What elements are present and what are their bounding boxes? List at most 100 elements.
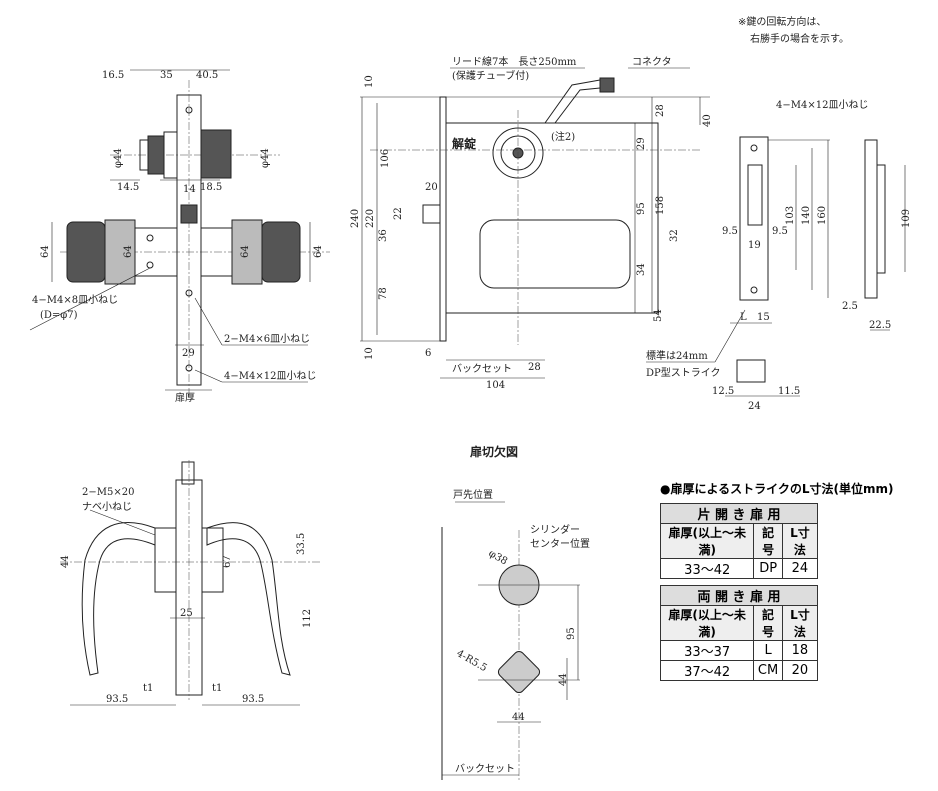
- dim: 22.5: [869, 320, 891, 331]
- callout: コネクタ: [632, 56, 672, 68]
- dim: 35: [160, 70, 173, 81]
- cell: 18: [781, 640, 819, 661]
- dim: 10: [364, 75, 375, 88]
- dim: 44: [60, 555, 71, 568]
- col-header: 扉厚(以上〜未満): [659, 523, 755, 559]
- dim: 112: [302, 609, 313, 628]
- lever-view: 2−M5×20 ナベ小ねじ 44 67 33.5 112 25 t1 t1 93…: [60, 460, 320, 706]
- latch-window: [479, 219, 631, 289]
- callout: (保護チューブ付): [452, 69, 529, 82]
- dim: t1: [143, 683, 153, 694]
- dim: 4-R5.5: [455, 648, 489, 674]
- knob-left: [66, 221, 106, 283]
- col-header: 記号: [753, 605, 783, 641]
- dim: 54: [653, 309, 664, 322]
- dim: 36: [378, 229, 389, 242]
- dim: 29: [182, 348, 195, 359]
- cell: 33〜37: [659, 640, 755, 661]
- dim: 12.5: [712, 386, 734, 397]
- strike-size-table: ●扉厚によるストライクのL寸法(単位mm) 片 開 き 扉 用 扉厚(以上〜未満…: [659, 480, 894, 687]
- dim: 95: [636, 202, 647, 215]
- dim: 104: [486, 380, 505, 391]
- front-view: 16.5 35 40.5 φ44 φ44 14.5 14 18.5 64 64 …: [29, 69, 330, 404]
- note: ※鍵の回転方向は、: [738, 15, 826, 28]
- col-header: 記号: [753, 523, 783, 559]
- dim: 2.5: [842, 301, 858, 312]
- table-header: 片 開 き 扉 用: [660, 503, 818, 524]
- dim: 28: [528, 362, 541, 373]
- dim: φ44: [113, 148, 124, 168]
- dim: 14: [183, 184, 196, 195]
- cell: DP: [753, 558, 783, 579]
- dim: φ38: [487, 548, 510, 567]
- dim: 40: [702, 114, 713, 127]
- callout: 2−M5×20: [82, 487, 134, 498]
- cell: 24: [781, 558, 819, 579]
- table-header: 両 開 き 扉 用: [660, 585, 818, 606]
- section-title: 扉切欠図: [470, 444, 518, 459]
- note: 標準は24mm: [646, 349, 708, 362]
- cell: 37〜42: [659, 660, 755, 681]
- cutout-view: 扉切欠図 戸先位置 シリンダー センター位置 φ38 95 4-R5.5 44 …: [441, 444, 590, 780]
- dim: 34: [636, 263, 647, 276]
- knob-right: [261, 221, 301, 283]
- callout: 4−M4×8皿小ねじ: [32, 294, 118, 306]
- unlock-label: 解錠: [452, 136, 476, 151]
- dim: 240: [350, 209, 361, 228]
- callout: 4−M4×12皿小ねじ: [776, 99, 868, 111]
- table-title: ●扉厚によるストライクのL寸法(単位mm): [660, 482, 894, 496]
- dim: 9.5: [772, 226, 788, 237]
- col-header: L寸法: [781, 605, 819, 641]
- dim: 25: [180, 608, 193, 619]
- cell: CM: [753, 660, 783, 681]
- dim: 220: [365, 209, 376, 228]
- callout: (D=φ7): [40, 310, 78, 321]
- dim: 扉厚: [175, 391, 195, 404]
- dim: 160: [817, 206, 828, 225]
- dim: 95: [566, 627, 577, 640]
- label: センター位置: [530, 537, 590, 550]
- dim: 32: [669, 229, 680, 242]
- lever-left: [81, 522, 156, 676]
- dim: 40.5: [196, 70, 218, 81]
- lock-case: [445, 122, 659, 314]
- dim: t1: [212, 683, 222, 694]
- dim: 109: [901, 209, 912, 228]
- faceplate-side: [439, 96, 447, 342]
- dim: 106: [380, 149, 391, 168]
- dim: 15: [757, 312, 770, 323]
- side-view: 10 240 106 220 20 22 36 78 10 6 バックセット 2…: [350, 55, 746, 391]
- col-header: 扉厚(以上〜未満): [659, 605, 755, 641]
- strike-plate: [739, 136, 769, 301]
- lever-right: [206, 522, 291, 676]
- dim: 44: [558, 673, 569, 686]
- dim: 158: [655, 196, 666, 215]
- dim: バックセット: [452, 363, 512, 375]
- dim: 67: [222, 555, 233, 568]
- dim: 29: [636, 137, 647, 150]
- spindle-hole: [497, 650, 541, 694]
- cell: L: [753, 640, 783, 661]
- dim: 64: [240, 245, 251, 258]
- strike-view: 4−M4×12皿小ねじ 103 140 160 9.5 19 9.5 L 15 …: [712, 15, 912, 412]
- dim: 93.5: [242, 694, 264, 705]
- col-header: L寸法: [781, 523, 819, 559]
- dim: 103: [785, 206, 796, 225]
- callout: ナベ小ねじ: [82, 501, 132, 513]
- cell: 20: [781, 660, 819, 681]
- note: 右勝手の場合を示す。: [750, 32, 849, 45]
- cell: 33〜42: [659, 558, 755, 579]
- dim: L: [740, 312, 747, 323]
- dim: 11.5: [778, 386, 800, 397]
- dim: 140: [801, 206, 812, 225]
- label: 戸先位置: [453, 488, 493, 501]
- note: (注2): [551, 130, 575, 143]
- callout: 2−M4×6皿小ねじ: [224, 333, 310, 345]
- cylinder-left: [147, 135, 165, 175]
- dim: バックセット: [455, 763, 515, 775]
